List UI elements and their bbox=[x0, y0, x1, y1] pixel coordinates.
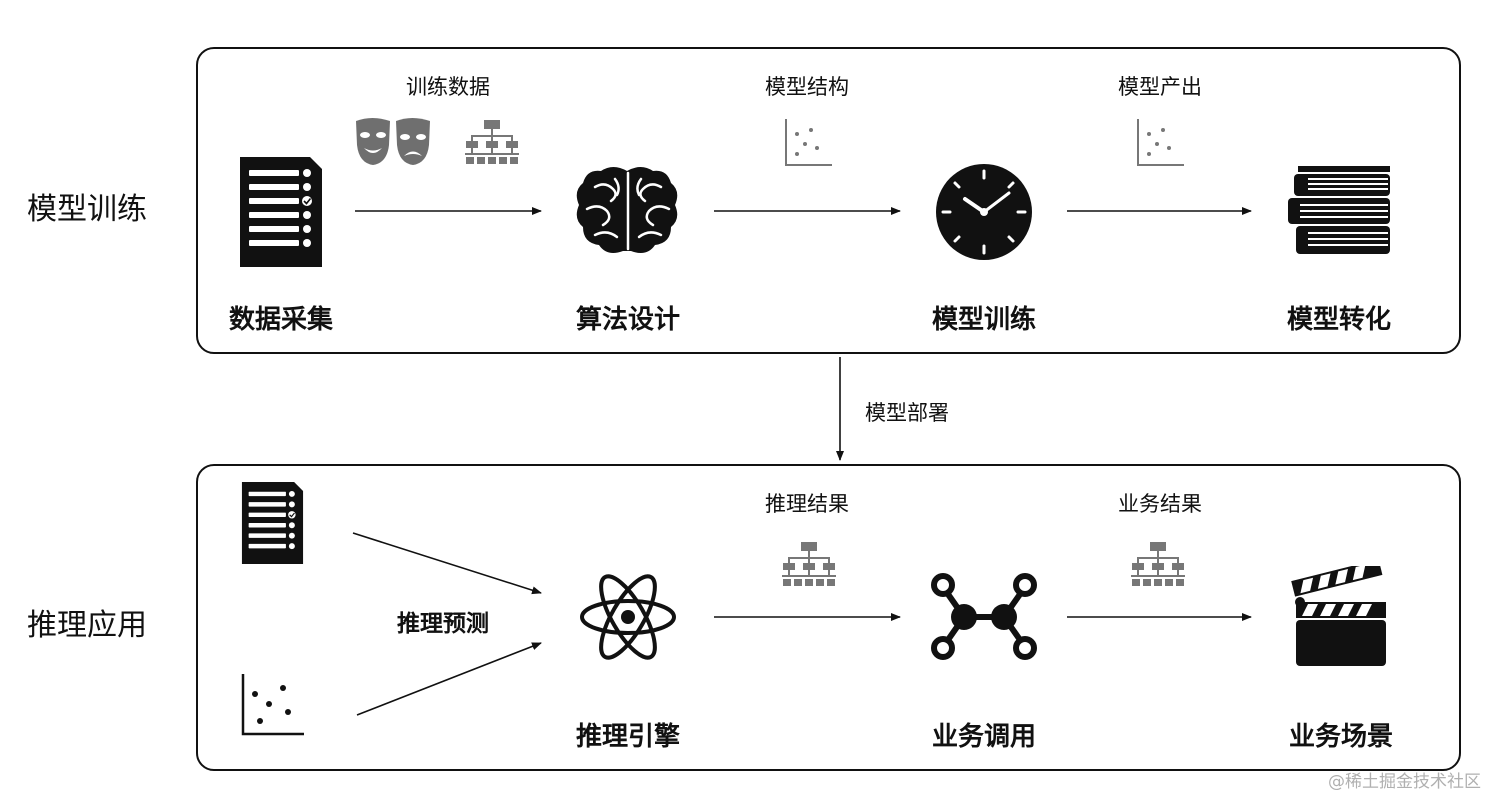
hierarchy-icon bbox=[1131, 542, 1185, 586]
hierarchy-icon bbox=[782, 542, 836, 586]
network-nodes-icon bbox=[931, 573, 1037, 660]
training-panel bbox=[196, 47, 1461, 354]
books-icon bbox=[1288, 166, 1390, 254]
arrow-scatter-to-engine bbox=[356, 642, 542, 716]
stage-label-design: 算法设计 bbox=[575, 305, 680, 335]
watermark: @稀土掘金技术社区 bbox=[1328, 772, 1481, 792]
theater-masks-icon bbox=[356, 118, 430, 165]
section-label-training: 模型训练 bbox=[27, 192, 147, 227]
hierarchy-icon bbox=[465, 120, 519, 164]
inference-panel bbox=[196, 464, 1461, 771]
brain-icon bbox=[576, 167, 678, 253]
atom-icon bbox=[580, 574, 676, 660]
edge-label-model-output: 模型产出 bbox=[1118, 75, 1202, 99]
clock-icon bbox=[936, 164, 1032, 260]
clapperboard-icon bbox=[1291, 566, 1386, 666]
checklist-icon bbox=[240, 157, 322, 267]
edge-label-inference-result: 推理结果 bbox=[765, 492, 849, 516]
checklist-icon bbox=[241, 482, 304, 564]
scatter-plot-icon bbox=[241, 674, 304, 736]
predict-label: 推理预测 bbox=[397, 611, 489, 637]
scatter-plot-icon bbox=[785, 119, 832, 166]
stage-label-collect: 数据采集 bbox=[228, 305, 333, 335]
stage-label-engine: 推理引擎 bbox=[575, 722, 680, 752]
edge-label-training-data: 训练数据 bbox=[406, 75, 490, 99]
edge-label-business-result: 业务结果 bbox=[1118, 492, 1202, 516]
deploy-label: 模型部署 bbox=[865, 401, 949, 425]
stage-label-convert: 模型转化 bbox=[1286, 305, 1391, 335]
scatter-plot-icon bbox=[1137, 119, 1184, 166]
stage-label-call: 业务调用 bbox=[931, 722, 1036, 752]
edge-label-model-structure: 模型结构 bbox=[765, 75, 849, 99]
stage-label-train: 模型训练 bbox=[931, 305, 1036, 335]
section-label-inference: 推理应用 bbox=[27, 608, 147, 643]
arrow-checklist-to-engine bbox=[352, 532, 542, 595]
stage-label-scene: 业务场景 bbox=[1288, 722, 1393, 752]
